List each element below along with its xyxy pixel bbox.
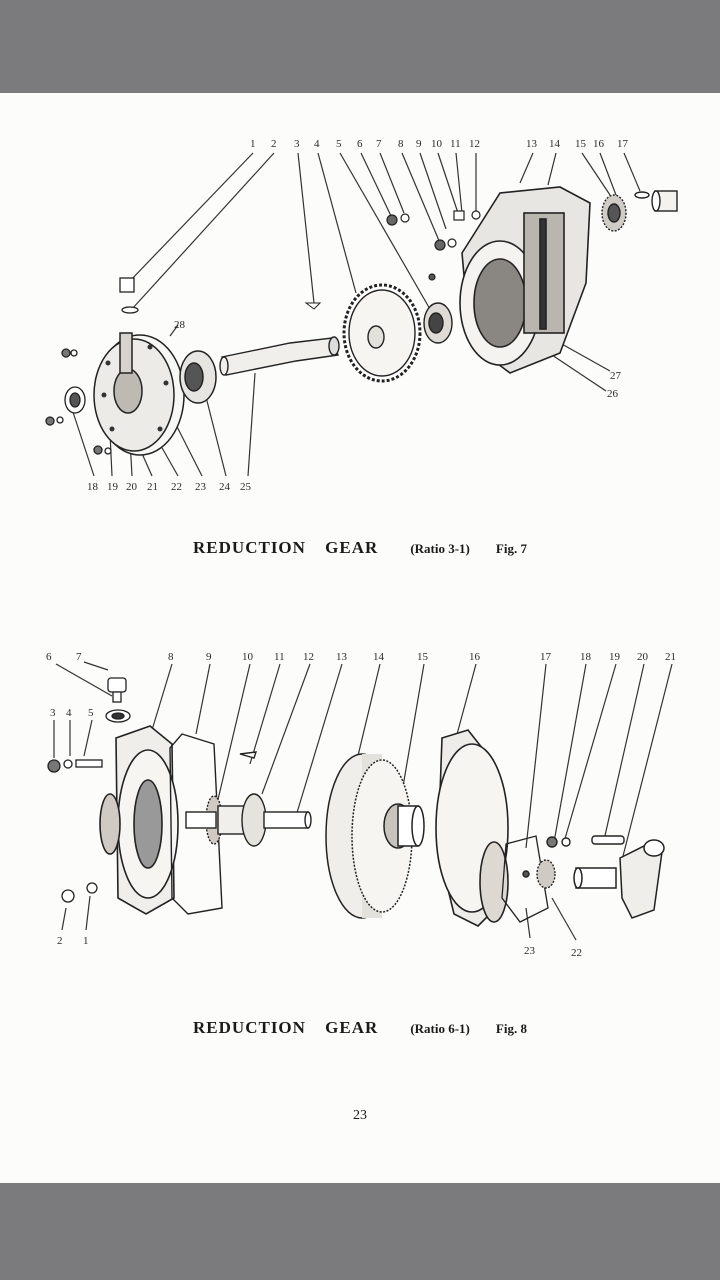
fig7-label-24: 24 <box>219 481 231 493</box>
figure-7-illustration: 1 2 3 4 5 6 7 8 9 10 11 12 13 14 15 16 1… <box>45 138 678 493</box>
fig7-label-22: 22 <box>171 481 182 493</box>
fig7-label-27: 27 <box>610 370 622 382</box>
fig8-label-12: 12 <box>303 651 314 663</box>
figure-7-drawing: 1 2 3 4 5 6 7 8 9 10 11 12 13 14 15 16 1… <box>0 133 720 513</box>
fig7-label-18: 18 <box>87 481 99 493</box>
fig8-label-4: 4 <box>66 707 72 719</box>
fig7-label-1: 1 <box>250 138 256 150</box>
fig8-label-13: 13 <box>336 651 348 663</box>
fig7-label-4: 4 <box>314 138 320 150</box>
fig7-label-12: 12 <box>469 138 480 150</box>
fig7-label-5: 5 <box>336 138 342 150</box>
fig7-label-2: 2 <box>271 138 277 150</box>
fig8-label-14: 14 <box>373 651 385 663</box>
fig7-label-28: 28 <box>174 319 186 331</box>
fig8-label-11: 11 <box>274 651 285 663</box>
fig7-label-11: 11 <box>450 138 461 150</box>
fig8-label-8: 8 <box>168 651 174 663</box>
figure-8-title: REDUCTION GEAR <box>193 1018 379 1037</box>
fig7-label-15: 15 <box>575 138 587 150</box>
figure-7-caption: REDUCTION GEAR (Ratio 3-1) Fig. 7 <box>0 538 720 558</box>
fig8-label-16: 16 <box>469 651 481 663</box>
page-number: 23 <box>353 1108 367 1123</box>
fig7-label-25: 25 <box>240 481 252 493</box>
fig8-label-2: 2 <box>57 935 63 947</box>
fig7-label-8: 8 <box>398 138 404 150</box>
fig8-label-18: 18 <box>580 651 592 663</box>
fig8-label-15: 15 <box>417 651 429 663</box>
fig7-label-26: 26 <box>607 388 619 400</box>
viewer-bottom-bar <box>0 1183 720 1280</box>
manual-page: 1 2 3 4 5 6 7 8 9 10 11 12 13 14 15 16 1… <box>0 93 720 1183</box>
figure-8-illustration: 6 7 8 9 10 11 12 13 14 15 16 17 18 19 20… <box>46 651 676 959</box>
fig7-label-20: 20 <box>126 481 138 493</box>
viewer-top-bar <box>0 0 720 93</box>
fig8-label-20: 20 <box>637 651 649 663</box>
fig7-label-19: 19 <box>107 481 119 493</box>
fig7-label-21: 21 <box>147 481 158 493</box>
fig7-label-13: 13 <box>526 138 538 150</box>
fig7-label-14: 14 <box>549 138 561 150</box>
fig8-label-6: 6 <box>46 651 52 663</box>
fig7-label-7: 7 <box>376 138 382 150</box>
fig8-label-3: 3 <box>50 707 56 719</box>
figure-7-number: Fig. 7 <box>495 541 527 556</box>
fig8-label-17: 17 <box>540 651 552 663</box>
figure-8-caption: REDUCTION GEAR (Ratio 6-1) Fig. 8 <box>0 1018 720 1038</box>
fig7-label-6: 6 <box>357 138 363 150</box>
fig7-label-9: 9 <box>416 138 422 150</box>
figure-7-title: REDUCTION GEAR <box>193 538 379 557</box>
figure-8-number: Fig. 8 <box>495 1021 527 1036</box>
fig7-label-10: 10 <box>431 138 443 150</box>
fig8-label-1: 1 <box>83 935 89 947</box>
figure-8-ratio: (Ratio 6-1) <box>410 1021 470 1036</box>
fig7-label-23: 23 <box>195 481 207 493</box>
fig7-label-3: 3 <box>294 138 300 150</box>
fig7-label-17: 17 <box>617 138 629 150</box>
figure-7-ratio: (Ratio 3-1) <box>410 541 470 556</box>
fig8-label-23: 23 <box>524 945 536 957</box>
fig8-label-22: 22 <box>571 947 582 959</box>
fig8-label-9: 9 <box>206 651 212 663</box>
fig8-label-19: 19 <box>609 651 621 663</box>
fig8-label-21: 21 <box>665 651 676 663</box>
fig7-label-16: 16 <box>593 138 605 150</box>
fig8-label-7: 7 <box>76 651 82 663</box>
fig8-label-10: 10 <box>242 651 254 663</box>
fig8-label-5: 5 <box>88 707 94 719</box>
figure-8-drawing: 6 7 8 9 10 11 12 13 14 15 16 17 18 19 20… <box>0 648 720 978</box>
